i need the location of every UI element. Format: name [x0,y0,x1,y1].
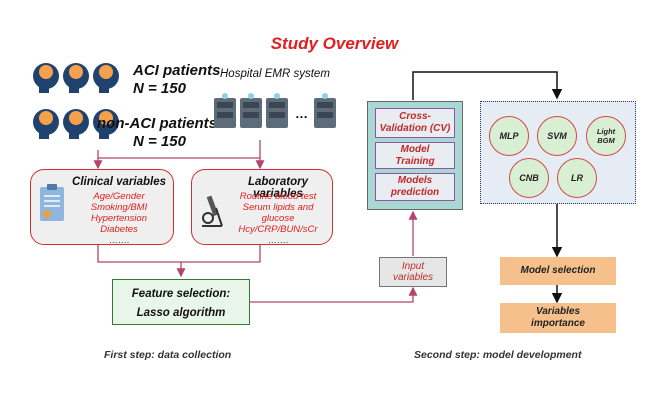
feature-selection-line2: Lasso algorithm [136,307,226,319]
brain-icon [33,63,119,93]
cv-line: Cross- [399,111,431,122]
emr-split-line [97,150,261,159]
laboratory-item: glucose [261,213,295,224]
feature-selection-line1: Feature selection: [131,288,231,300]
server-icon [214,93,336,128]
cv-line: Validation (CV) [379,123,451,134]
clinical-item: Age/Gender [93,191,145,202]
first-step-label: First step: data collection [104,349,232,361]
diagram-title: Study Overview [270,34,399,53]
laboratory-item: Hcy/CRP/BUN/sCr [238,224,318,235]
clinical-item: Diabetes [100,224,138,235]
microscope-icon [198,190,226,230]
laboratory-item: Serum lipids and [242,202,314,213]
laboratory-item: Routine blood test [239,191,317,202]
importance-line: Variables [535,306,581,317]
non-aci-brain-icons [32,106,124,140]
laboratory-title: Laboratory variables [247,176,309,200]
feature-selection-box: Feature selection: Lasso algorithm [112,279,250,325]
clinical-item: Hypertension [91,213,147,224]
model-cnb: CNB [509,158,549,198]
clipboard-icon [39,184,65,224]
emr-label: Hospital EMR system [220,68,330,80]
cross-validation-box: Cross-Validation (CV) [375,108,455,138]
laboratory-more: ……. [267,235,289,245]
training-line: Training [395,155,435,167]
clinical-variables-card: Clinical variables Age/Gender Smoking/BM… [30,169,174,245]
clinical-title: Clinical variables [72,176,166,188]
lgbm-line: BGM [597,136,615,145]
training-line: Model [400,143,430,155]
model-svm: SVM [537,116,577,156]
laboratory-variables-card: Laboratory variables Routine blood test … [191,169,333,245]
model-selection-box: Model selection [500,257,616,285]
brain-icon [33,109,119,139]
aci-brain-icons [32,60,124,94]
arrow-teal-to-models [412,71,563,100]
aci-count: N = 150 [133,80,186,97]
laboratory-items: Routine blood test Serum lipids and gluc… [226,191,330,245]
lgbm-line: Light [596,127,616,136]
cards-merge-line [97,244,261,263]
emr-ellipsis: … [295,106,308,121]
prediction-line: Models [397,175,433,186]
model-lr: LR [557,158,597,198]
arrow-feature-to-input [250,286,418,303]
input-line: Input [401,261,425,272]
aci-label: ACI patients [133,62,221,79]
non-aci-count: N = 150 [133,133,186,150]
importance-line: importance [531,318,585,329]
clinical-more: ……. [108,235,130,245]
input-line: variables [392,272,434,283]
second-step-label: Second step: model development [414,349,582,361]
prediction-line: prediction [390,187,440,198]
non-aci-label: non-ACI patients [97,115,217,132]
emr-server-icons [210,92,340,136]
model-mlp: MLP [489,116,529,156]
clinical-items: Age/Gender Smoking/BMI Hypertension Diab… [67,191,171,245]
clinical-item: Smoking/BMI [90,202,148,213]
